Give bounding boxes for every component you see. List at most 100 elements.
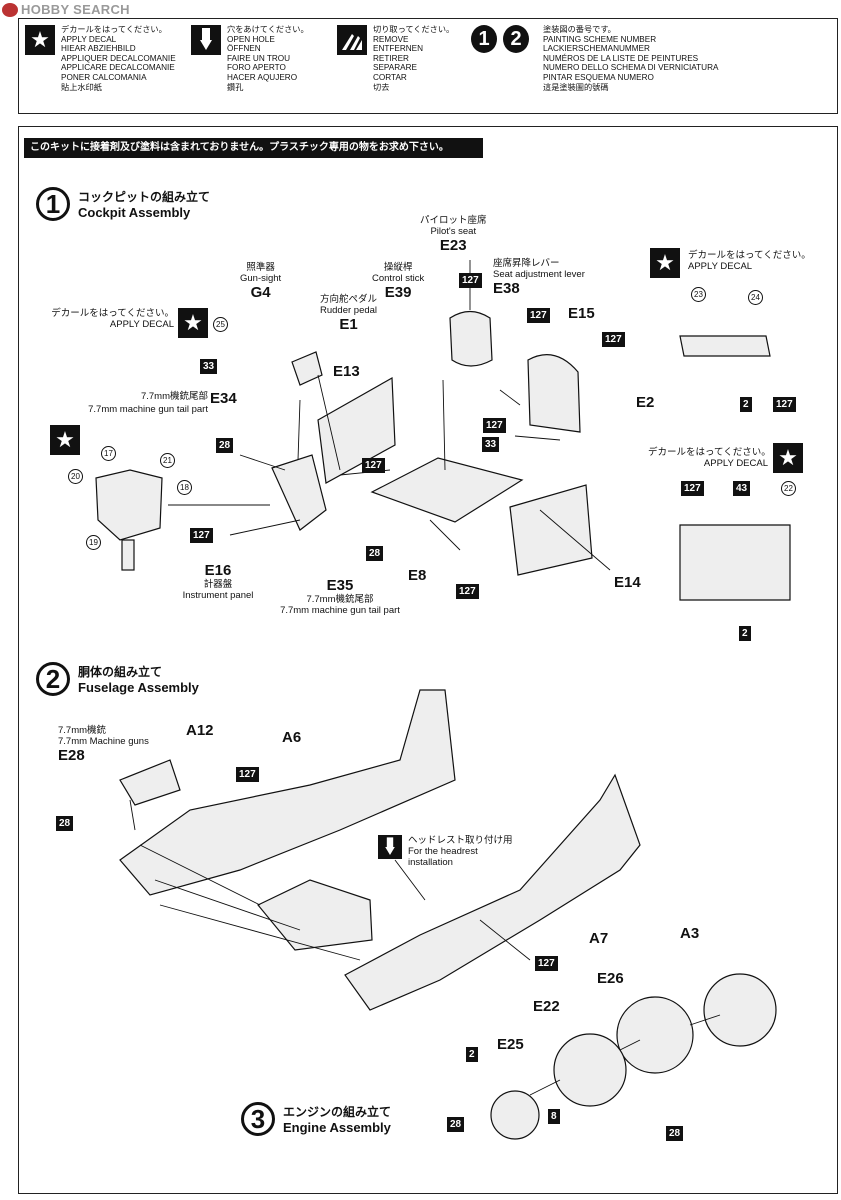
part-e13: E13 <box>333 363 360 380</box>
legend-remove: 切り取ってください。 REMOVE ENTFERNEN RETIRER SEPA… <box>337 25 454 92</box>
decal-number-22: 22 <box>781 481 796 496</box>
rudder-en: Rudder pedal <box>320 305 378 316</box>
step-3-title-jp: エンジンの組み立て <box>283 1105 392 1119</box>
decal-callout-right-mid: デカールをはってください。 APPLY DECAL <box>648 447 771 469</box>
step-3-title-en: Engine Assembly <box>283 1120 391 1135</box>
headrest-jp: ヘッドレスト取り付け用 <box>408 835 513 846</box>
decal-number-20: 20 <box>68 469 83 484</box>
step-1-title-en: Cockpit Assembly <box>78 205 191 220</box>
decal-number-17: 17 <box>101 446 116 461</box>
decal-number-21: 21 <box>160 453 175 468</box>
part-e2: E2 <box>636 394 655 411</box>
paint-code-127: 127 <box>602 332 625 347</box>
paint-code-127: 127 <box>459 273 482 288</box>
watermark: HOBBY SEARCH <box>2 2 130 17</box>
seat-lever-jp: 座席昇降レバー <box>493 258 560 269</box>
rudder-jp: 方向舵ペダル <box>320 294 378 305</box>
paint-code-28: 28 <box>216 438 234 453</box>
decal-panel-mid <box>679 524 791 601</box>
gunsight-part <box>291 351 323 386</box>
step-3-header: 3 エンジンの組み立て Engine Assembly <box>241 1102 391 1136</box>
mg-callout: 7.7mm機銃 7.7mm Machine guns E28 <box>58 725 149 764</box>
step-2-header: 2 胴体の組み立て Fuselage Assembly <box>36 662 199 696</box>
paint-code-127: 127 <box>362 458 385 473</box>
drill-icon <box>191 25 221 55</box>
legend-remove-text: 切り取ってください。 REMOVE ENTFERNEN RETIRER SEPA… <box>373 25 455 92</box>
fuselage-left-half <box>119 689 456 896</box>
gun-sight-callout: 照準器 Gun-sight G4 <box>240 262 281 301</box>
mg-tail-bottom-callout: E35 7.7mm機銃尾部 7.7mm machine gun tail par… <box>270 577 410 616</box>
star-icon: ★ <box>773 443 803 473</box>
pilot-seat-callout: パイロット座席 Pilot's seat E23 <box>420 215 487 254</box>
headrest-callout: ヘッドレスト取り付け用 For the headrest installatio… <box>378 835 513 868</box>
legend-scheme: 1 2 塗装図の番号です。 PAINTING SCHEME NUMBER LAC… <box>471 25 718 92</box>
part-a7: A7 <box>589 930 609 947</box>
paint-code-127: 127 <box>236 767 259 782</box>
gun-sight-jp: 照準器 <box>246 262 275 273</box>
control-stick-en: Control stick <box>372 273 425 284</box>
decal-right-mid-en: APPLY DECAL <box>703 458 768 469</box>
part-e26: E26 <box>597 970 624 987</box>
paint-code-43: 43 <box>733 481 751 496</box>
watermark-text: HOBBY SEARCH <box>21 2 130 17</box>
decal-left-jp: デカールをはってください。 <box>51 308 174 319</box>
step-1-title-jp: コックピットの組み立て <box>78 190 211 204</box>
headrest-en: For the headrest installation <box>408 846 478 868</box>
pilot-seat-jp: パイロット座席 <box>420 215 487 226</box>
mg-tail-bottom-en: 7.7mm machine gun tail part <box>280 605 400 616</box>
decal-right-top-jp: デカールをはってください。 <box>688 250 811 261</box>
decal-callout-left: デカールをはってください。 APPLY DECAL <box>48 308 174 330</box>
pilot-seat-en: Pilot's seat <box>430 226 477 237</box>
star-icon: ★ <box>650 248 680 278</box>
right-side-panel <box>509 484 593 576</box>
paint-code-33: 33 <box>482 437 500 452</box>
star-icon: ★ <box>25 25 55 55</box>
decal-number-23: 23 <box>691 287 706 302</box>
decal-number-24: 24 <box>748 290 763 305</box>
pilot-seat <box>449 310 493 367</box>
engine-rear-row <box>616 996 694 1074</box>
mg-en: 7.7mm Machine guns <box>58 736 149 747</box>
star-icon: ★ <box>50 425 80 455</box>
paint-code-127: 127 <box>527 308 550 323</box>
paint-code-28: 28 <box>56 816 74 831</box>
rear-bulkhead <box>527 354 581 433</box>
part-e1: E1 <box>339 316 358 333</box>
legend-decal: ★ デカールをはってください。 APPLY DECAL HIEAR ABZIEH… <box>25 25 176 92</box>
paint-code-127: 127 <box>483 418 506 433</box>
step-2-number: 2 <box>36 662 70 696</box>
part-a3: A3 <box>680 925 700 942</box>
decal-left-en: APPLY DECAL <box>109 319 174 330</box>
paint-code-127: 127 <box>456 584 479 599</box>
part-e34: E34 <box>210 390 237 407</box>
mg-cowl-part <box>119 759 181 806</box>
instruction-frame <box>18 126 838 1194</box>
part-e35: E35 <box>326 577 354 594</box>
part-e14: E14 <box>614 574 641 591</box>
paint-code-127: 127 <box>773 397 796 412</box>
drill-icon <box>378 835 402 859</box>
hobby-search-logo-icon <box>2 2 18 17</box>
step-3-number: 3 <box>241 1102 275 1136</box>
decal-strip-top <box>679 335 771 357</box>
rudder-callout: 方向舵ペダル Rudder pedal E1 <box>320 294 377 333</box>
part-e25: E25 <box>497 1036 524 1053</box>
scheme-number-2-icon: 2 <box>503 25 529 53</box>
legend-box: ★ デカールをはってください。 APPLY DECAL HIEAR ABZIEH… <box>18 18 838 114</box>
engine-gearbox <box>490 1090 540 1140</box>
decal-number-18: 18 <box>177 480 192 495</box>
notice-banner: このキットに接着剤及び塗料は含まれておりません。プラスチック専用の物をお求め下さ… <box>24 138 483 158</box>
part-e15: E15 <box>568 305 595 322</box>
step-1-header: 1 コックピットの組み立て Cockpit Assembly <box>36 187 210 221</box>
legend-decal-text: デカールをはってください。 APPLY DECAL HIEAR ABZIEHBI… <box>61 25 176 92</box>
paint-code-8: 8 <box>548 1109 560 1124</box>
cockpit-assembly-sub <box>257 879 373 951</box>
step-2-title-jp: 胴体の組み立て <box>78 665 163 679</box>
paint-code-127: 127 <box>535 956 558 971</box>
instrument-panel-part <box>95 469 163 541</box>
seat-lever-en: Seat adjustment lever <box>493 269 585 280</box>
cockpit-floor <box>370 457 524 523</box>
fuselage-right-half <box>344 773 641 1011</box>
paint-code-127: 127 <box>681 481 704 496</box>
legend-hole-text: 穴をあけてください。 OPEN HOLE ÖFFNEN FAIRE UN TRO… <box>227 25 309 92</box>
